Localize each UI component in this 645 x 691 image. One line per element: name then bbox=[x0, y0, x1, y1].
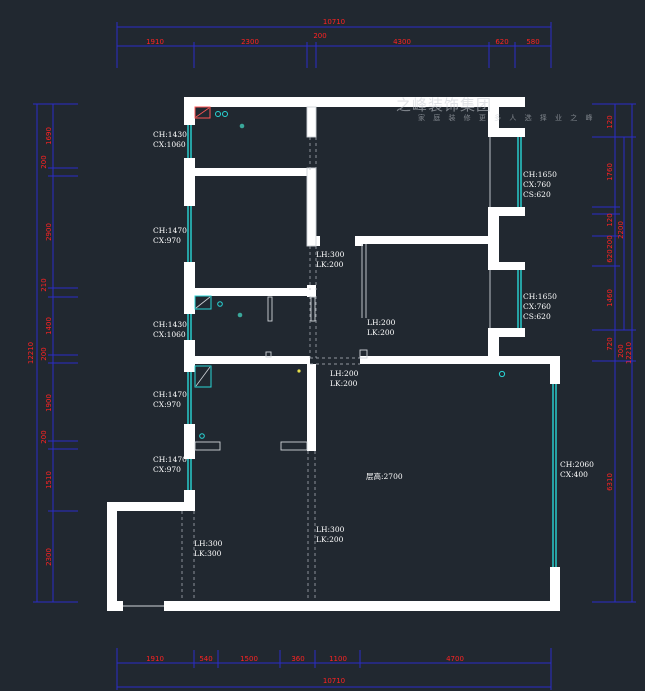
fixtures bbox=[194, 106, 506, 439]
beam-4-width: LK:300 bbox=[194, 549, 222, 558]
bottom-dimension-chain: 1910 540 1500 360 1100 4700 10710 bbox=[116, 648, 552, 690]
window-8-sill: CX:400 bbox=[560, 470, 588, 479]
right-dim-3: 120 bbox=[606, 213, 614, 226]
left-dim-10: 2300 bbox=[45, 548, 53, 566]
window-4-sill: CX:970 bbox=[153, 400, 181, 409]
shaft-icon bbox=[194, 365, 212, 388]
window-6-width: CS:620 bbox=[523, 190, 551, 199]
right-dim-2: 1760 bbox=[606, 163, 614, 181]
top-dim-5: 620 bbox=[495, 38, 508, 46]
beam-2-height: LH:200 bbox=[367, 318, 396, 327]
annotations: CH:1430 CX:1060 CH:1470 CX:970 CH:1430 C… bbox=[153, 130, 594, 558]
right-dim-8: 200 bbox=[617, 344, 625, 357]
beam-5-height: LH:300 bbox=[316, 525, 345, 534]
watermark-brand: 之峰装饰集团 bbox=[396, 96, 493, 114]
right-inner-dimension: 2200 bbox=[617, 221, 625, 239]
window-8-height: CH:2060 bbox=[560, 460, 594, 469]
right-dim-1: 120 bbox=[606, 115, 614, 128]
bottom-dim-5: 1100 bbox=[329, 655, 347, 663]
beam-1-height: LH:300 bbox=[316, 250, 345, 259]
window-3-sill: CX:1060 bbox=[153, 330, 186, 339]
right-dim-5: 620 bbox=[606, 249, 614, 262]
beam-1-width: LK:200 bbox=[316, 260, 344, 269]
window-7-sill: CX:760 bbox=[523, 302, 551, 311]
left-dim-8: 200 bbox=[40, 430, 48, 443]
door-openings bbox=[181, 137, 360, 601]
pipe-icon bbox=[222, 111, 228, 117]
drain-icon bbox=[237, 312, 243, 318]
top-dim-2: 2300 bbox=[241, 38, 259, 46]
left-dim-1: 1690 bbox=[45, 127, 53, 145]
right-dimension-chain: 120 1760 120 200 620 1460 720 200 6310 2… bbox=[592, 103, 636, 603]
ceiling-height-label: 层高:2700 bbox=[366, 471, 403, 481]
partitions bbox=[123, 106, 491, 607]
beam-3-height: LH:200 bbox=[330, 369, 359, 378]
top-dim-4: 4300 bbox=[393, 38, 411, 46]
bottom-dim-6: 4700 bbox=[446, 655, 464, 663]
window-1-sill: CX:1060 bbox=[153, 140, 186, 149]
windows bbox=[187, 125, 557, 567]
window-7-height: CH:1650 bbox=[523, 292, 557, 301]
left-dim-7: 1900 bbox=[45, 394, 53, 412]
beam-2-width: LK:200 bbox=[367, 328, 395, 337]
right-dim-9: 6310 bbox=[606, 473, 614, 491]
top-dimension-chain: 10710 1910 2300 200 4300 620 580 bbox=[116, 18, 552, 68]
window-5-height: CH:1470 bbox=[153, 455, 187, 464]
right-dim-7: 720 bbox=[606, 337, 614, 350]
pipe-icon bbox=[199, 433, 205, 439]
right-total-dimension: 12210 bbox=[625, 342, 633, 364]
pipe-icon bbox=[215, 111, 221, 117]
bottom-dim-3: 1500 bbox=[240, 655, 258, 663]
pipe-icon bbox=[217, 301, 223, 307]
window-3-height: CH:1430 bbox=[153, 320, 187, 329]
pipe-icon bbox=[498, 370, 506, 378]
meter-box-icon bbox=[194, 106, 211, 119]
left-total-dimension: 12210 bbox=[27, 342, 35, 364]
bottom-total-dimension: 10710 bbox=[323, 677, 345, 685]
window-5-sill: CX:970 bbox=[153, 465, 181, 474]
left-dim-3: 2900 bbox=[45, 223, 53, 241]
top-dim-1: 1910 bbox=[146, 38, 164, 46]
left-dim-9: 1510 bbox=[45, 471, 53, 489]
window-1-height: CH:1430 bbox=[153, 130, 187, 139]
left-dim-5: 1400 bbox=[45, 317, 53, 335]
left-dim-4: 210 bbox=[40, 278, 48, 291]
window-2-sill: CX:970 bbox=[153, 236, 181, 245]
sensor-icon bbox=[297, 369, 301, 373]
top-dim-6: 580 bbox=[526, 38, 539, 46]
bottom-dim-4: 360 bbox=[291, 655, 304, 663]
shaft-icon bbox=[194, 295, 212, 310]
beam-3-width: LK:200 bbox=[330, 379, 358, 388]
right-dim-6: 1460 bbox=[606, 289, 614, 307]
left-dimension-chain: 12210 1690 200 2900 210 1400 200 1900 20… bbox=[27, 103, 78, 603]
bottom-dim-2: 540 bbox=[199, 655, 212, 663]
right-dim-4: 200 bbox=[606, 235, 614, 248]
window-7-width: CS:620 bbox=[523, 312, 551, 321]
walls bbox=[107, 97, 560, 611]
bottom-dim-1: 1910 bbox=[146, 655, 164, 663]
window-2-height: CH:1470 bbox=[153, 226, 187, 235]
top-total-dimension: 10710 bbox=[323, 18, 345, 26]
window-4-height: CH:1470 bbox=[153, 390, 187, 399]
left-dim-2: 200 bbox=[40, 155, 48, 168]
left-dim-6: 200 bbox=[40, 347, 48, 360]
watermark-tagline: 家 庭 装 修 更 多 人 选 择 业 之 峰 bbox=[418, 114, 596, 122]
window-6-height: CH:1650 bbox=[523, 170, 557, 179]
beam-4-height: LH:300 bbox=[194, 539, 223, 548]
beam-5-width: LK:200 bbox=[316, 535, 344, 544]
drain-icon bbox=[239, 123, 245, 129]
top-dim-3: 200 bbox=[313, 32, 326, 40]
window-6-sill: CX:760 bbox=[523, 180, 551, 189]
